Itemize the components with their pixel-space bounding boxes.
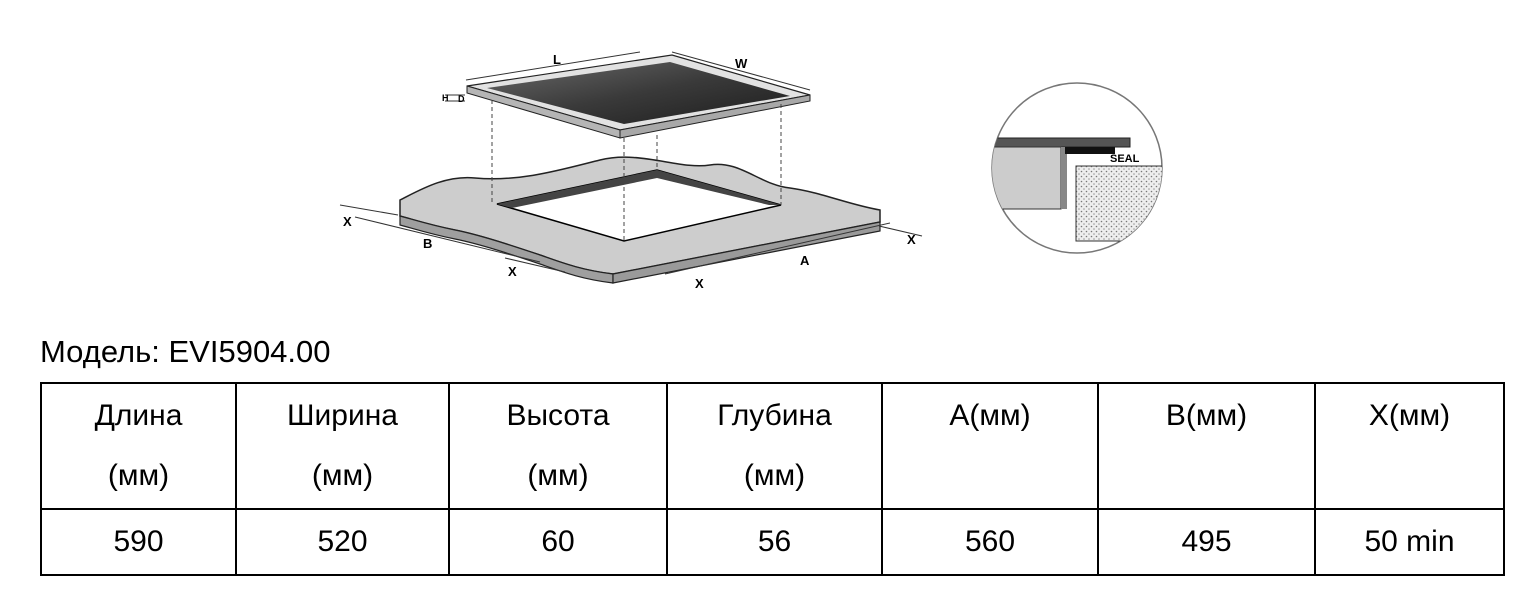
cell-height: 60 [448,508,668,576]
label-h: H [442,93,449,103]
label-x-bottom: X [508,264,517,279]
cell-x: 50 min [1314,508,1505,576]
label-a: A [800,253,810,268]
header-text: B(мм) [1165,399,1248,432]
header-a: A(мм) [881,382,1099,510]
label-l: L [553,52,561,67]
cell-length: 590 [40,508,237,576]
header-text: Ширина [287,399,398,432]
cell-width: 520 [235,508,450,576]
label-b: B [423,236,432,251]
label-d: D [458,94,465,104]
header-text: A(мм) [949,399,1031,432]
seal-detail: SEAL [991,82,1163,254]
header-text: Длина [94,399,183,432]
installation-diagram: L W H D X B X X A X SEAL [339,51,1163,291]
header-text: Глубина [717,399,832,432]
header-text: X(мм) [1368,399,1451,432]
header-b: B(мм) [1097,382,1316,510]
cell-a: 560 [881,508,1099,576]
label-seal: SEAL [1110,153,1140,165]
header-depth: Глубина (мм) [666,382,883,510]
header-x: X(мм) [1314,382,1505,510]
label-w: W [735,56,748,71]
header-unit: (мм) [311,459,374,492]
countertop [399,156,881,284]
header-unit: (мм) [107,459,170,492]
projection-lines [491,100,782,241]
hob [466,54,811,139]
model-title: Модель: EVI5904.00 [40,334,331,369]
header-unit: (мм) [527,459,589,492]
header-text: Высота [506,399,610,432]
header-length: Длина (мм) [40,382,237,510]
label-x-left: X [343,214,352,229]
cell-b: 495 [1097,508,1316,576]
table-row: 590 520 60 56 560 495 50 min [40,508,1505,576]
label-x-right: X [907,232,916,247]
cell-depth: 56 [666,508,883,576]
table-header-row: Длина (мм) Ширина (мм) Высота (мм) Глубина (… [40,382,1505,510]
header-width: Ширина (мм) [235,382,450,510]
dimensions-table: Длина (мм) Ширина (мм) Высота (мм) Глубина (… [40,382,1505,576]
header-unit: (мм) [743,459,806,492]
dimension-lines [339,51,923,275]
header-height: Высота (мм) [448,382,668,510]
label-x-front: X [695,276,704,291]
